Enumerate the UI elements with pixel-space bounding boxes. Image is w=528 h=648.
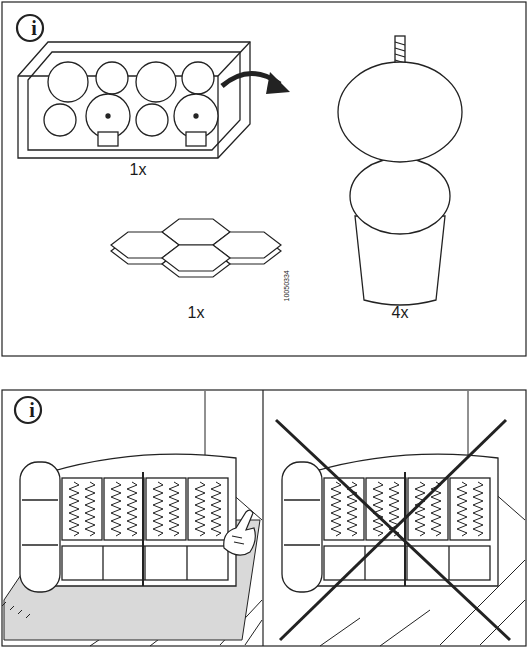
panel-frame <box>2 390 526 646</box>
hand-icon <box>224 510 256 555</box>
info-ring <box>17 15 43 41</box>
quantity-label: 4x <box>392 304 409 322</box>
quantity-label: 1x <box>188 304 205 322</box>
upside-down-sofa <box>282 454 498 592</box>
arrow-head <box>266 72 290 94</box>
info-ring <box>15 397 41 423</box>
leg-box <box>18 42 250 158</box>
felt-pads <box>111 219 281 277</box>
article-number: 10050334 <box>283 270 291 301</box>
furniture-leg <box>338 36 462 305</box>
info-icon: i <box>16 14 52 42</box>
upside-down-sofa <box>20 454 236 592</box>
info-letter: i <box>14 396 50 424</box>
info-icon: i <box>14 396 50 424</box>
cross-mark <box>276 420 510 640</box>
panel-divider <box>262 390 263 646</box>
rug-fringe <box>2 602 30 618</box>
info-letter: i <box>16 14 52 42</box>
quantity-label: 1x <box>130 161 147 179</box>
panel-frame <box>2 2 526 356</box>
